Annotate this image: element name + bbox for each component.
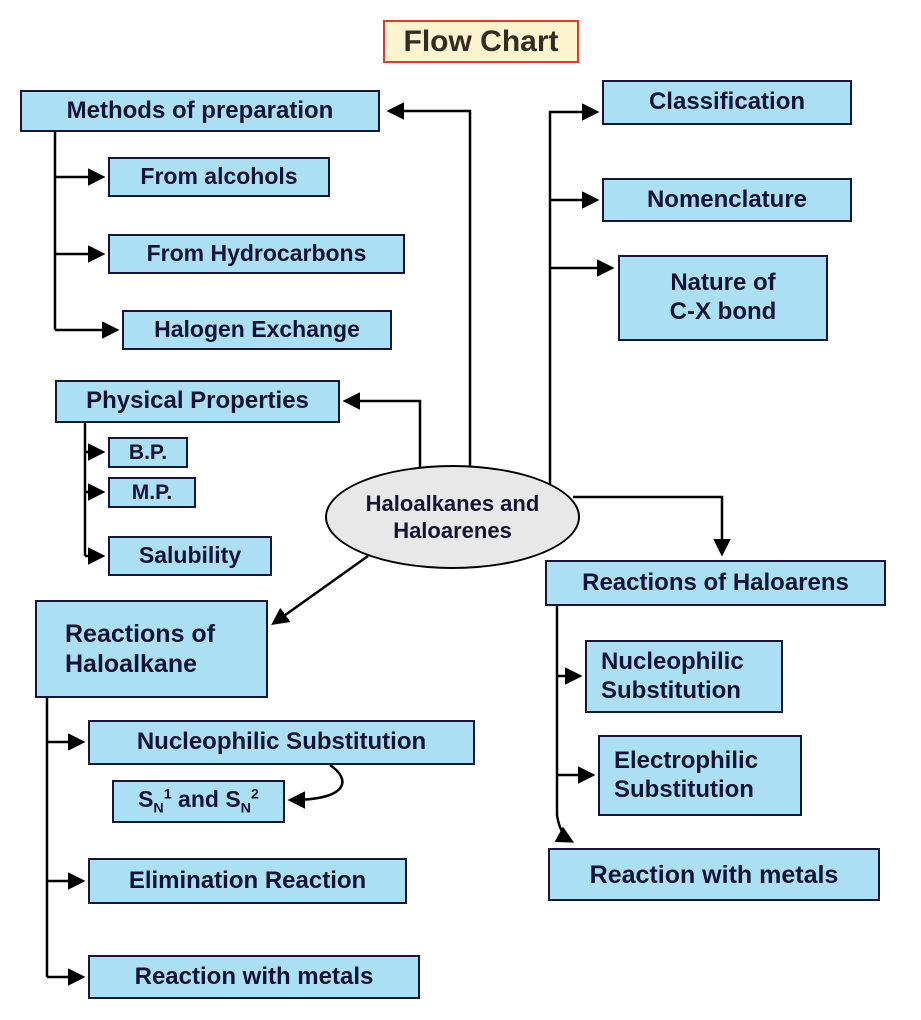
node-electrophilic-line2: Substitution	[614, 775, 754, 803]
node-solubility: Salubility	[108, 536, 272, 576]
node-classification: Classification	[602, 80, 852, 125]
connector-to-classification	[548, 103, 600, 484]
node-melting-point: M.P.	[108, 477, 196, 508]
node-nucleophilic-right-line2: Substitution	[601, 676, 741, 704]
node-reaction-with-metals-left: Reaction with metals	[88, 955, 420, 999]
node-electrophilic-substitution: Electrophilic Substitution	[598, 735, 802, 816]
node-nature-of-cx-bond-line1: Nature of	[670, 269, 776, 297]
sn1-subscript: N	[153, 800, 164, 817]
node-reactions-of-haloalkane: Reactions of Haloalkane	[35, 600, 268, 698]
sn-and-text: and	[171, 785, 226, 812]
connector-to-reactions-haloarens	[573, 495, 731, 557]
connector-haloarens-trunk	[554, 606, 575, 843]
node-sn1-and-sn2: SN1 and SN2	[112, 780, 285, 823]
node-methods-of-preparation: Methods of preparation	[20, 90, 380, 132]
sn2-superscript: 2	[250, 785, 259, 802]
sn-label: SN1 and SN2	[138, 786, 259, 818]
node-nucleophilic-substitution-left: Nucleophilic Substitution	[88, 720, 475, 765]
node-reactions-of-haloarens: Reactions of Haloarens	[545, 560, 886, 606]
flow-chart-title: Flow Chart	[383, 20, 579, 63]
node-nature-of-cx-bond: Nature of C-X bond	[618, 255, 828, 341]
node-elimination-reaction: Elimination Reaction	[88, 858, 407, 904]
node-physical-properties: Physical Properties	[55, 380, 340, 423]
sn2-symbol: S	[225, 785, 241, 812]
connector-to-physical-properties	[342, 392, 422, 467]
center-ellipse-haloalkanes-haloarenes: Haloalkanes and Haloarenes	[325, 465, 580, 569]
connector-to-sn-box	[287, 763, 344, 809]
node-reactions-of-haloalkane-line2: Haloalkane	[65, 650, 198, 678]
sn1-symbol: S	[138, 785, 154, 812]
sn2-subscript: N	[240, 800, 251, 817]
node-nucleophilic-substitution-right: Nucleophilic Substitution	[585, 640, 783, 713]
node-reaction-with-metals-right: Reaction with metals	[548, 848, 880, 901]
node-from-hydrocarbons: From Hydrocarbons	[108, 234, 405, 274]
node-electrophilic-line1: Electrophilic	[614, 746, 759, 774]
node-reactions-of-haloalkane-line1: Reactions of	[65, 620, 216, 648]
node-nature-of-cx-bond-line2: C-X bond	[669, 298, 777, 325]
node-halogen-exchange: Halogen Exchange	[122, 310, 392, 350]
connector-to-methods	[386, 102, 472, 466]
node-nucleophilic-right-line1: Nucleophilic	[601, 647, 744, 675]
node-nomenclature: Nomenclature	[602, 178, 852, 222]
sn1-superscript: 1	[163, 785, 172, 802]
center-ellipse-line2: Haloarenes	[393, 518, 512, 543]
center-ellipse-line1: Haloalkanes and	[365, 490, 540, 516]
node-boiling-point: B.P.	[108, 437, 188, 468]
connector-to-reactions-haloalkane	[271, 554, 369, 626]
node-from-alcohols: From alcohols	[108, 157, 330, 197]
